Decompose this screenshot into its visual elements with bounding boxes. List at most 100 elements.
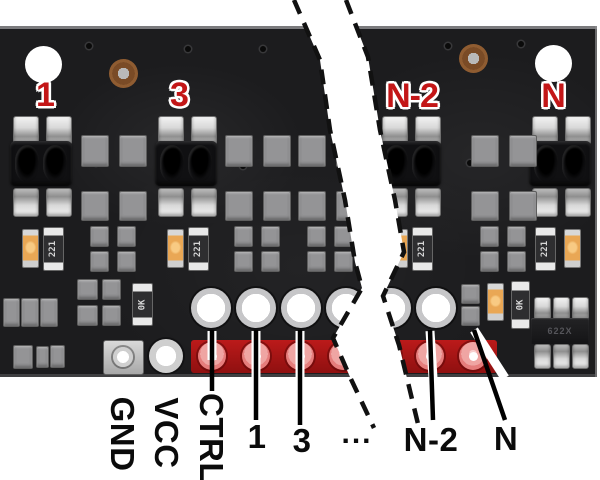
resistor-marking: 221 bbox=[417, 240, 428, 258]
sensor-module bbox=[529, 141, 591, 186]
resistor-marking: 0K bbox=[137, 299, 148, 310]
via bbox=[185, 46, 191, 52]
ic-pin bbox=[553, 344, 570, 369]
sensor-lens bbox=[15, 145, 39, 182]
smd-pad bbox=[50, 345, 65, 368]
sensor-lens bbox=[43, 145, 67, 182]
smd-pad bbox=[307, 226, 326, 247]
through-hole bbox=[236, 288, 276, 328]
vcc-pad bbox=[149, 339, 183, 373]
solder-pad bbox=[158, 116, 184, 145]
smd-pad bbox=[13, 345, 33, 369]
smd-pad bbox=[336, 135, 364, 167]
sensor-label: N-2 bbox=[386, 77, 439, 115]
led-glow bbox=[490, 294, 501, 308]
via bbox=[518, 41, 524, 47]
smd-pad bbox=[119, 135, 147, 167]
alignment-hole bbox=[108, 58, 138, 88]
smd-pad bbox=[225, 191, 253, 221]
pin-label-s3: 3 bbox=[292, 422, 312, 459]
pad-center-dot bbox=[295, 352, 305, 361]
smd-pad bbox=[461, 284, 480, 304]
sensor-module bbox=[155, 141, 217, 186]
led-glow bbox=[170, 241, 181, 255]
solder-pad bbox=[191, 188, 217, 217]
led-resistor: 221 bbox=[535, 227, 556, 271]
smd-pad bbox=[507, 251, 526, 272]
pin-label-n_minus_2: N-2 bbox=[403, 421, 459, 458]
signal-pad bbox=[373, 342, 401, 370]
mounting-hole bbox=[534, 44, 572, 82]
sensor-lens bbox=[160, 145, 184, 182]
sensor-lens bbox=[188, 145, 212, 182]
smd-pad bbox=[334, 251, 353, 272]
smd-pad bbox=[298, 135, 326, 167]
pad-center-dot bbox=[251, 352, 261, 361]
led-resistor: 221 bbox=[412, 227, 433, 271]
ir-led bbox=[167, 229, 184, 268]
ellipsis-label: ... bbox=[341, 417, 373, 450]
ic-pin bbox=[572, 344, 589, 369]
smd-pad bbox=[509, 191, 537, 221]
solder-pad bbox=[382, 188, 408, 217]
via bbox=[260, 46, 266, 52]
smd-pad bbox=[117, 251, 136, 272]
gnd-pad bbox=[103, 340, 144, 375]
pin-label-s1: 1 bbox=[247, 418, 267, 455]
smd-pad bbox=[480, 226, 499, 247]
gnd-hole bbox=[113, 347, 133, 367]
via bbox=[445, 43, 451, 49]
ir-led bbox=[487, 283, 504, 321]
smd-pad bbox=[298, 191, 326, 221]
pin-label-gnd: GND bbox=[104, 396, 141, 472]
smd-pad bbox=[21, 298, 39, 327]
solder-pad bbox=[46, 188, 72, 217]
ic-chip: 622X bbox=[531, 318, 589, 344]
sensor-label: 3 bbox=[170, 76, 189, 114]
ir-led bbox=[391, 229, 408, 268]
ic-pin bbox=[553, 297, 570, 320]
sensor-lens bbox=[534, 145, 558, 182]
smd-pad bbox=[36, 346, 49, 368]
smd-pad bbox=[119, 191, 147, 221]
sensor-module bbox=[379, 141, 441, 186]
sensor-lens bbox=[384, 145, 408, 182]
through-hole bbox=[416, 288, 456, 328]
smd-pad bbox=[480, 251, 499, 272]
solder-pad bbox=[13, 188, 39, 217]
led-resistor: 221 bbox=[188, 227, 209, 271]
led-resistor: 221 bbox=[43, 227, 64, 271]
sensor-label: 1 bbox=[36, 76, 55, 114]
via bbox=[467, 160, 473, 166]
resistor-marking: 221 bbox=[48, 240, 59, 258]
smd-pad bbox=[77, 279, 98, 300]
sensor-label: N bbox=[541, 77, 566, 115]
smd-pad bbox=[461, 306, 480, 326]
ic-pin bbox=[572, 297, 589, 320]
solder-pad bbox=[191, 116, 217, 145]
smd-pad bbox=[507, 226, 526, 247]
resistor-marking: 221 bbox=[193, 240, 204, 258]
sensor-lens bbox=[562, 145, 586, 182]
pad-center-dot bbox=[207, 352, 217, 361]
pin-label-vcc: VCC bbox=[148, 397, 185, 469]
resistor-marking: 0K bbox=[515, 299, 526, 311]
smd-pad bbox=[90, 226, 109, 247]
smd-pad bbox=[81, 191, 109, 221]
through-hole bbox=[191, 288, 231, 328]
smd-pad bbox=[234, 251, 253, 272]
smd-pad bbox=[81, 135, 109, 167]
signal-pad bbox=[329, 342, 357, 370]
pullup-resistor: 0K bbox=[511, 281, 530, 329]
smd-pad bbox=[102, 305, 121, 326]
via bbox=[86, 43, 92, 49]
smd-pad bbox=[117, 226, 136, 247]
solder-pad bbox=[565, 188, 591, 217]
through-hole bbox=[281, 288, 321, 328]
ic-marking: 622X bbox=[547, 326, 573, 336]
smd-pad bbox=[40, 298, 58, 327]
pad-center-dot bbox=[468, 352, 478, 361]
solder-pad bbox=[158, 188, 184, 217]
smd-pad bbox=[261, 226, 280, 247]
smd-pad bbox=[307, 251, 326, 272]
